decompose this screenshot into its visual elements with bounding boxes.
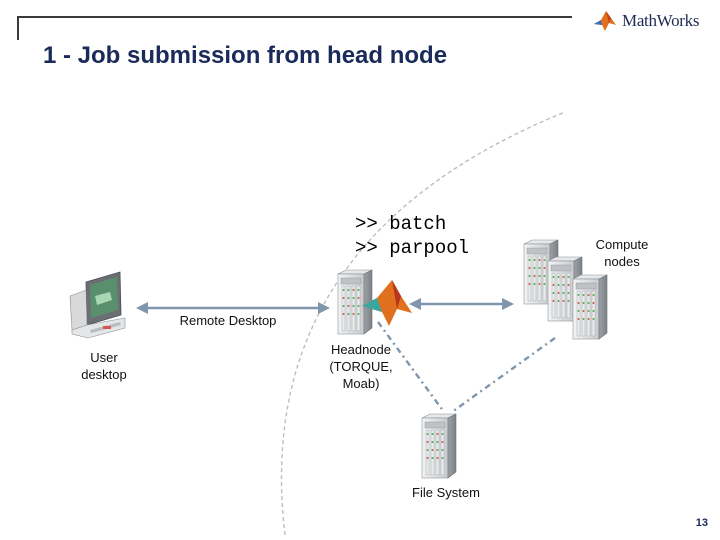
desktop-computer-icon (69, 271, 126, 339)
page-number: 13 (695, 517, 708, 529)
logo-text: MathWorks (622, 11, 700, 30)
headnode-label: Headnode (TORQUE, Moab) (329, 342, 393, 391)
header-rule (17, 16, 572, 18)
headnode-compute-arrow (409, 298, 514, 310)
compute-nodes-label: Compute nodes (595, 237, 649, 269)
compute-filesystem-link (451, 337, 556, 413)
compute-node-server-icon (572, 274, 608, 340)
header-tick (17, 16, 19, 40)
matlab-membrane-icon (594, 11, 616, 31)
user-desktop-label: User desktop (81, 350, 127, 382)
mathworks-logo: MathWorks (592, 6, 717, 36)
file-system-server-icon (421, 413, 457, 479)
command-batch: >> batch (355, 213, 447, 235)
command-parpool: >> parpool (355, 237, 470, 259)
page-title: 1 - Job submission from head node (43, 42, 448, 69)
file-system-label: File System (412, 485, 480, 500)
headnode-filesystem-link (377, 321, 445, 413)
remote-desktop-label: Remote Desktop (179, 313, 277, 328)
headnode-server-icon (337, 269, 373, 335)
remote-desktop-arrow (136, 302, 330, 314)
network-boundary-arc (280, 111, 566, 536)
matlab-icon (362, 280, 412, 326)
